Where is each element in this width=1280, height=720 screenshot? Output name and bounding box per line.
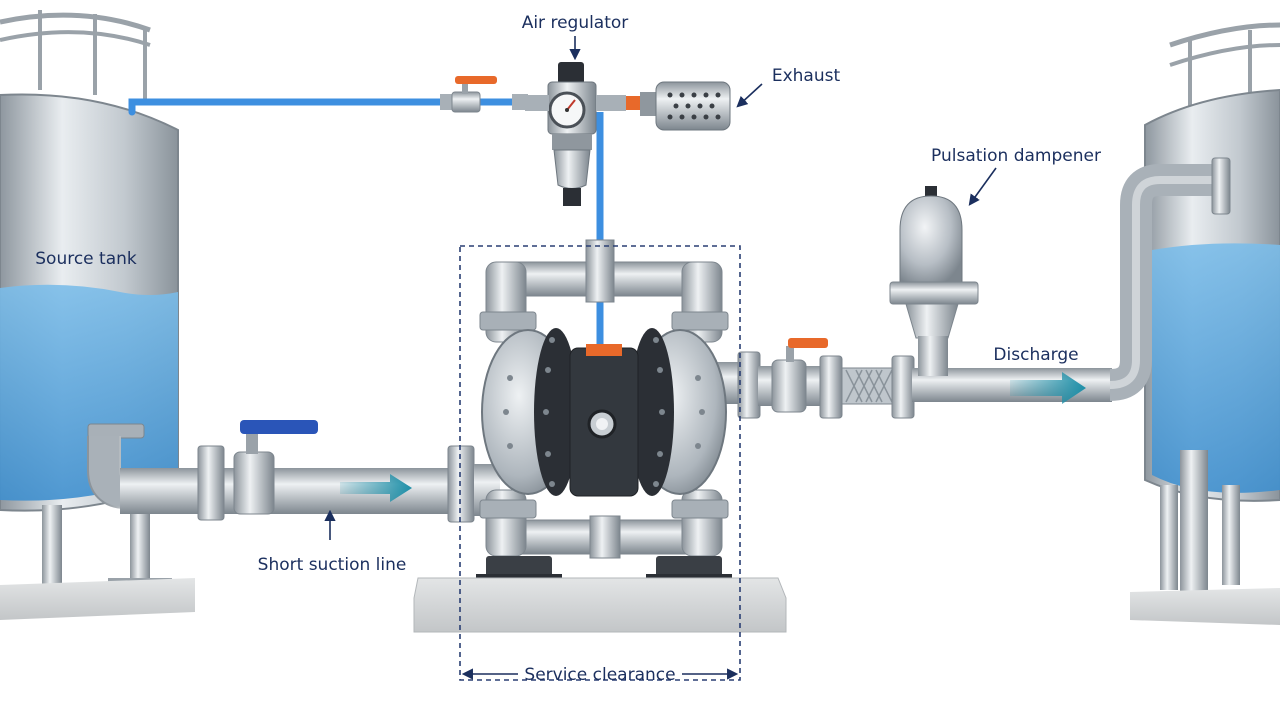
air-supply-line — [128, 76, 604, 345]
discharge-flow-arrow-icon — [1010, 372, 1086, 404]
destination-tank — [1130, 22, 1280, 625]
exhaust-leader — [736, 83, 763, 108]
label-pulsation-dampener: Pulsation dampener — [931, 146, 1101, 166]
discharge-line — [706, 157, 1231, 419]
pump-base-pad — [413, 577, 787, 633]
pulsation-dampener — [889, 186, 979, 376]
exhaust-muffler — [626, 81, 731, 131]
label-short-suction-line: Short suction line — [258, 555, 407, 575]
source-tank — [0, 10, 195, 620]
suction-valve-handle-icon — [240, 420, 318, 434]
pulsation-dampener-leader — [968, 167, 997, 206]
label-exhaust: Exhaust — [772, 66, 841, 86]
air-regulator — [525, 62, 626, 206]
suction-flow-arrow-icon — [340, 474, 412, 502]
label-discharge: Discharge — [993, 345, 1078, 365]
label-source-tank: Source tank — [35, 249, 137, 269]
diaphragm-pump — [476, 239, 732, 586]
service-clearance-box — [459, 245, 741, 681]
label-air-regulator: Air regulator — [522, 13, 629, 33]
discharge-valve-handle-icon — [788, 338, 828, 348]
label-service-clearance: Service clearance — [524, 665, 675, 685]
air-valve-handle-icon — [455, 76, 497, 84]
